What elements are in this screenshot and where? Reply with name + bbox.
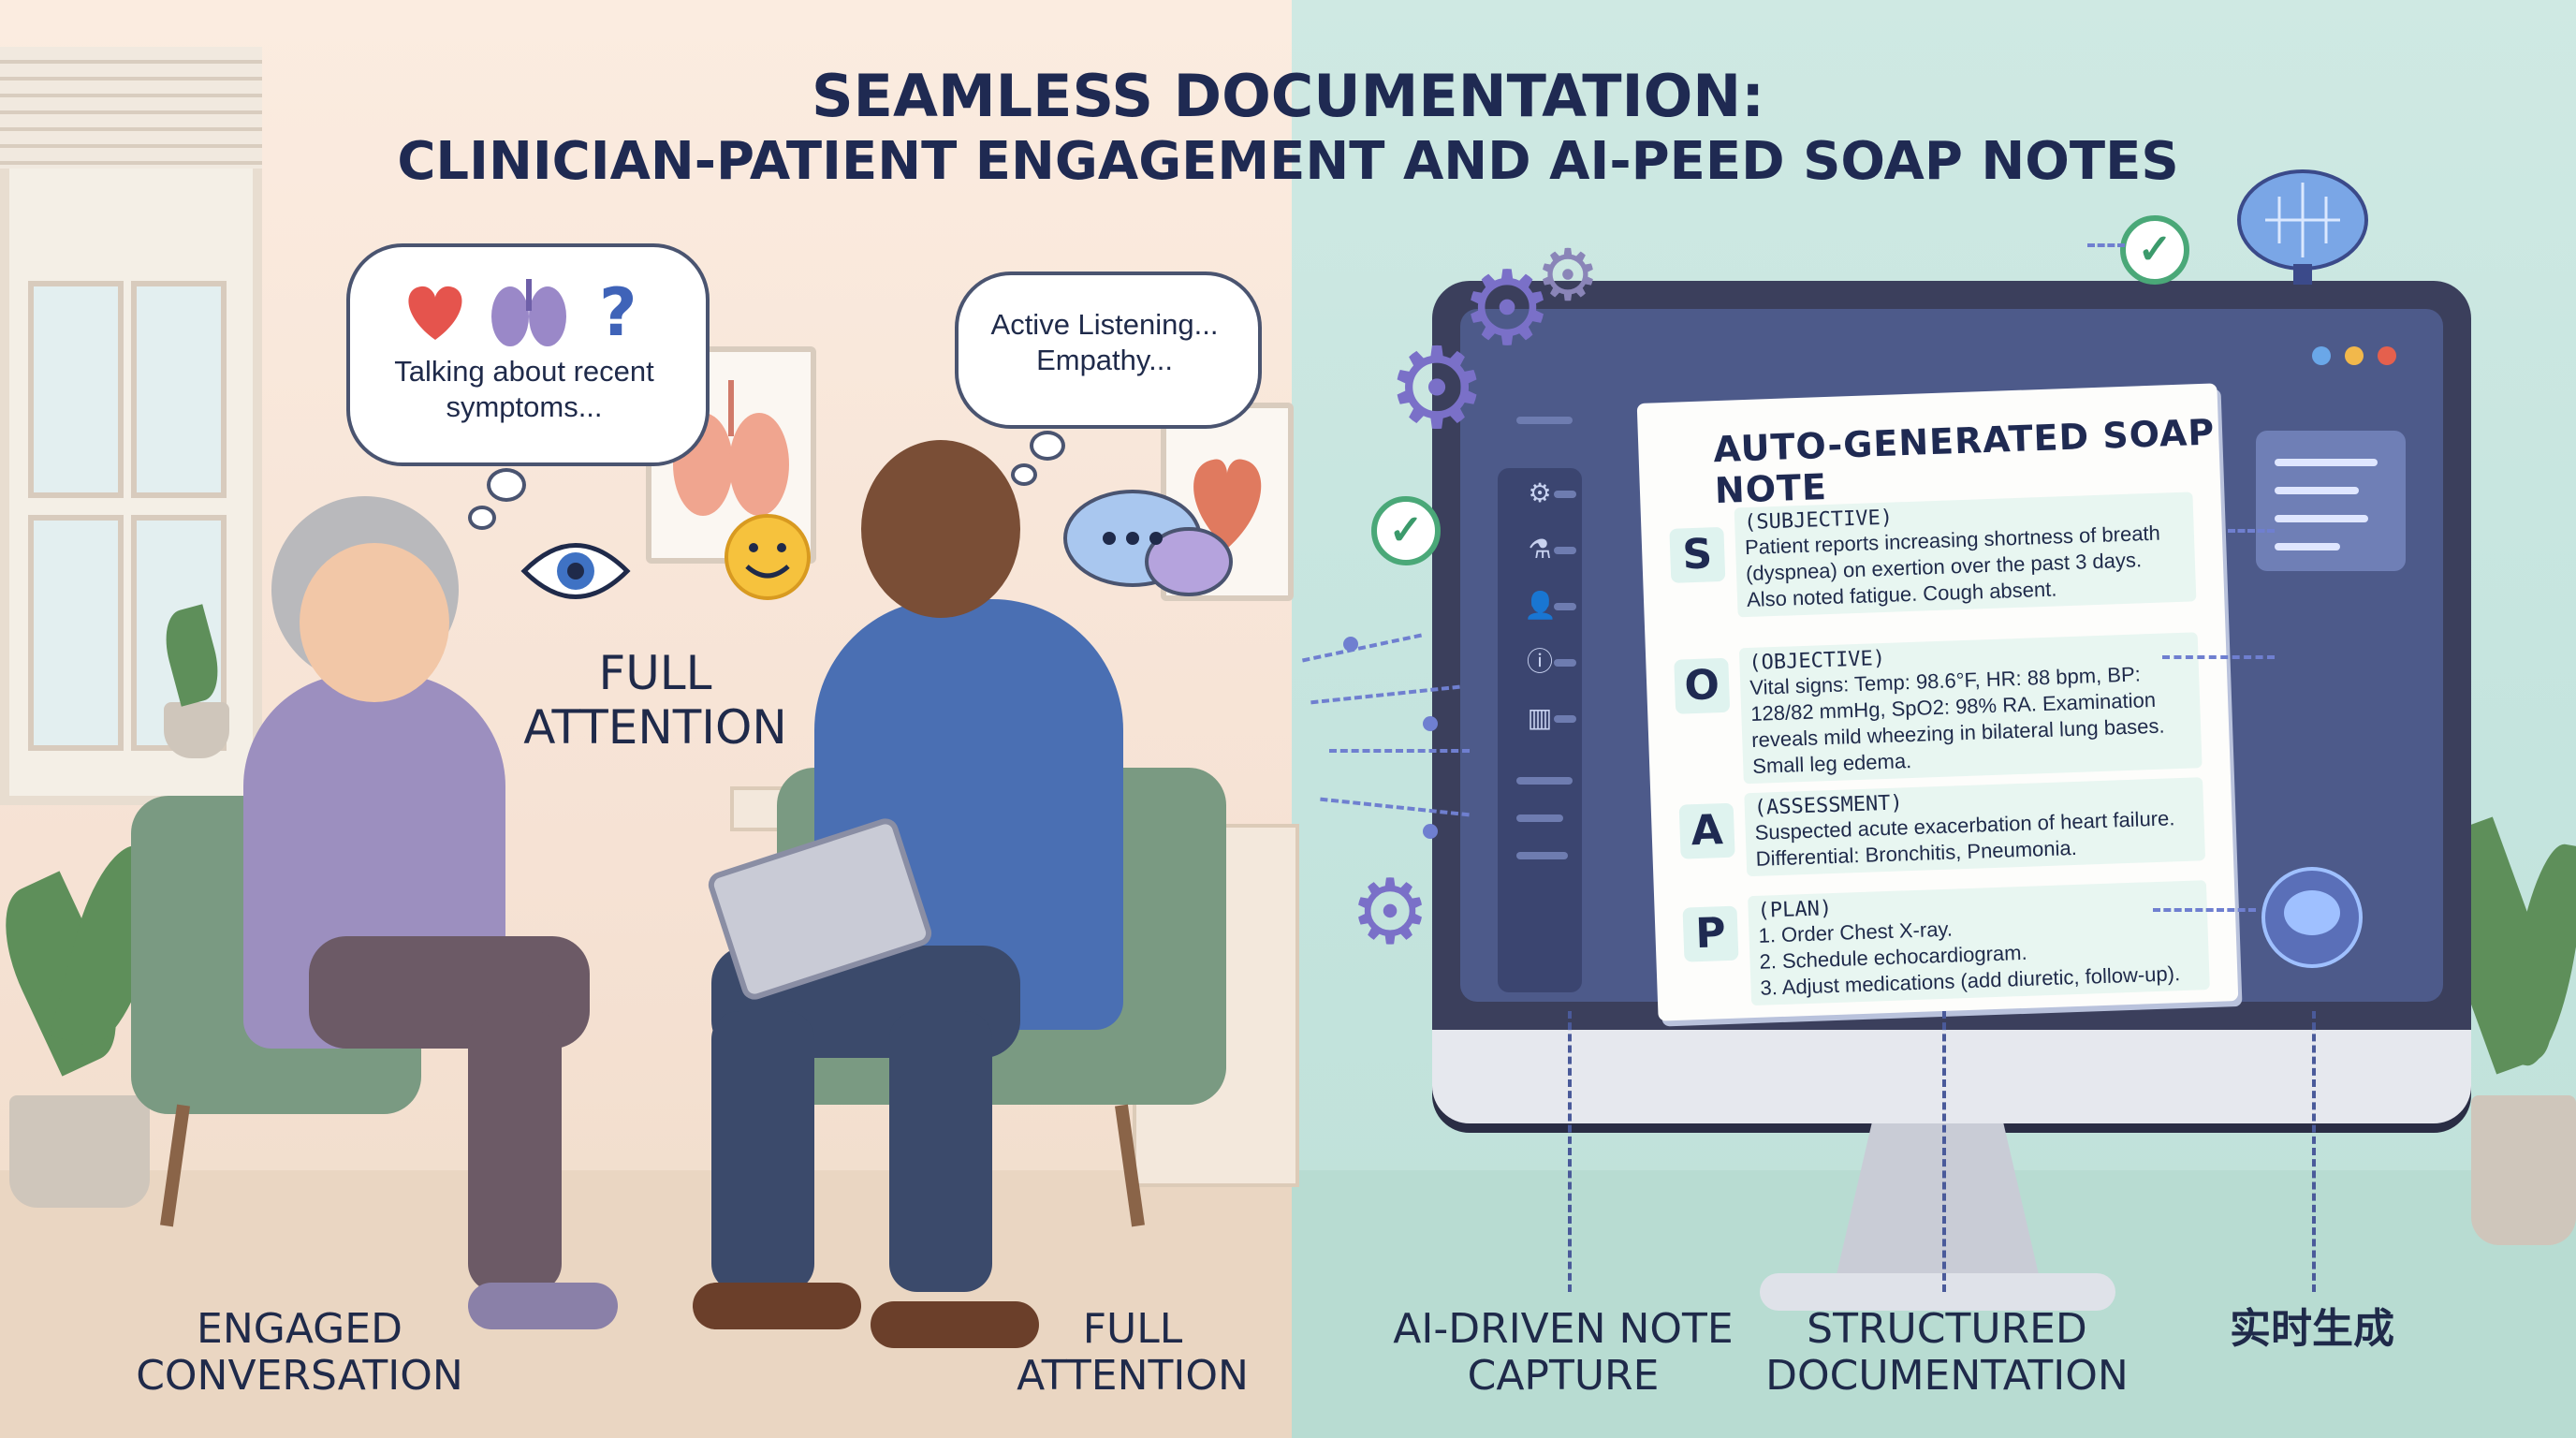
clinic-window xyxy=(0,131,262,805)
sidebar-line xyxy=(1516,814,1563,822)
soap-letter-a: A xyxy=(1678,802,1735,859)
subjective-section[interactable]: (SUBJECTIVE) Patient reports increasing … xyxy=(1734,492,2197,618)
soap-letter-s: S xyxy=(1669,526,1726,583)
caption-realtime-generation: 实时生成 xyxy=(2230,1305,2394,1353)
clinician-shoe xyxy=(693,1283,861,1329)
menu-icon[interactable] xyxy=(1516,417,1573,424)
chart-icon[interactable]: ▥ xyxy=(1527,703,1553,732)
sidebar-line xyxy=(1554,715,1576,723)
soap-letter-p: P xyxy=(1682,905,1739,962)
ai-brain-icon xyxy=(2237,169,2368,285)
data-flow-line xyxy=(1329,749,1470,753)
plan-section[interactable]: (PLAN) 1. Order Chest X-ray. 2. Schedule… xyxy=(1748,880,2210,1006)
patient-leg xyxy=(468,1011,562,1292)
lungs-icon xyxy=(491,279,566,346)
sidebar-line xyxy=(1554,659,1576,667)
data-flow-line xyxy=(2228,529,2275,533)
full-attention-label: FULL ATTENTION xyxy=(523,646,787,755)
monitor-base xyxy=(1760,1273,2115,1311)
small-plant-pot xyxy=(164,702,229,758)
check-icon: ✓ xyxy=(2120,215,2189,285)
heart-icon xyxy=(408,286,462,340)
settings-icon[interactable]: ⚙ xyxy=(1528,478,1552,507)
ai-brain-small-icon xyxy=(2261,867,2363,968)
panel-line xyxy=(2275,515,2368,522)
page-title-line1: SEAMLESS DOCUMENTATION: xyxy=(811,62,1764,130)
sidebar-line xyxy=(1554,603,1576,610)
window-control-icon[interactable] xyxy=(2378,346,2396,365)
window-pane xyxy=(28,515,124,751)
flow-node xyxy=(1343,637,1358,652)
clinician-thought-bubble xyxy=(955,271,1262,429)
patient-shoe xyxy=(468,1283,618,1329)
caption-connector xyxy=(1942,1011,1946,1292)
clinician-face xyxy=(861,440,1020,618)
gear-icon: ⚙ xyxy=(1386,326,1487,451)
check-icon: ✓ xyxy=(1371,496,1441,565)
data-flow-line xyxy=(2153,908,2256,912)
caption-connector xyxy=(2312,1011,2316,1292)
clinician-leg xyxy=(889,1011,992,1292)
thought-dot xyxy=(1011,463,1037,486)
monitor-stand xyxy=(1835,1123,2041,1283)
gear-icon: ⚙ xyxy=(1460,251,1554,366)
caption-connector xyxy=(1568,1011,1572,1292)
info-icon[interactable]: ⓘ xyxy=(1526,647,1553,676)
panel-line xyxy=(2275,543,2340,550)
section-text: Patient reports increasing shortness of … xyxy=(1744,521,2161,612)
thought-dot xyxy=(1030,431,1065,461)
section-text: 1. Order Chest X-ray. 2. Schedule echoca… xyxy=(1758,917,2181,1000)
question-icon: ? xyxy=(599,274,637,351)
panel-line xyxy=(2275,459,2378,466)
smiley-icon xyxy=(724,514,811,600)
soap-note-card[interactable]: AUTO-GENERATED SOAP NOTE S (SUBJECTIVE) … xyxy=(1636,383,2239,1021)
sidebar-line xyxy=(1516,777,1573,785)
chat-bubble-icon xyxy=(1063,490,1233,596)
gear-icon: ⚙ xyxy=(1535,236,1601,315)
lab-flask-icon[interactable]: ⚗ xyxy=(1528,535,1552,564)
patient-face xyxy=(300,543,449,702)
patient-bubble-text: Talking about recent symptoms... xyxy=(394,355,654,423)
plant-pot xyxy=(2471,1095,2576,1245)
clinician-leg xyxy=(711,1011,814,1292)
clinician-shoe xyxy=(871,1301,1039,1348)
summary-panel[interactable] xyxy=(2256,431,2406,571)
caption-engaged-conversation: ENGAGED CONVERSATION xyxy=(136,1305,463,1400)
eye-icon xyxy=(520,543,631,599)
objective-section[interactable]: (OBJECTIVE) Vital signs: Temp: 98.6°F, H… xyxy=(1738,632,2203,785)
flow-node xyxy=(1423,824,1438,839)
page-title-line2: CLINICIAN-PATIENT ENGAGEMENT AND AI-PEED… xyxy=(397,131,2179,192)
thought-dot xyxy=(487,468,526,502)
sidebar-line xyxy=(1516,852,1568,859)
soap-letter-o: O xyxy=(1674,657,1731,714)
app-sidebar: ⚙ ⚗ 👤 ⓘ ▥ xyxy=(1498,468,1582,992)
caption-ai-note-capture: AI-DRIVEN NOTE CAPTURE xyxy=(1393,1305,1734,1400)
section-text: Vital signs: Temp: 98.6°F, HR: 88 bpm, B… xyxy=(1749,662,2165,778)
window-pane xyxy=(28,281,124,498)
bubble-icons: ? xyxy=(408,274,637,351)
data-flow-line xyxy=(2087,243,2125,247)
thought-dot xyxy=(468,506,496,530)
plant-pot xyxy=(9,1095,150,1208)
sidebar-line xyxy=(1554,547,1576,554)
assessment-section[interactable]: (ASSESSMENT) Suspected acute exacerbatio… xyxy=(1744,777,2206,877)
window-control-icon[interactable] xyxy=(2312,346,2331,365)
window-pane xyxy=(131,281,227,498)
clinician-bubble-text: Active Listening... Empathy... xyxy=(990,308,1219,376)
sidebar-line xyxy=(1554,491,1576,498)
panel-line xyxy=(2275,487,2359,494)
gear-icon: ⚙ xyxy=(1349,862,1431,962)
caption-structured-documentation: STRUCTURED DOCUMENTATION xyxy=(1765,1305,2129,1400)
window-blinds xyxy=(0,47,262,169)
monitor-chin xyxy=(1432,1030,2471,1123)
caption-full-attention: FULL ATTENTION xyxy=(1017,1305,1249,1400)
lungs-illustration-icon xyxy=(673,380,789,516)
window-control-icon[interactable] xyxy=(2345,346,2364,365)
clinic-floor xyxy=(0,1170,1292,1438)
heart-illustration-icon xyxy=(1193,459,1262,549)
flow-node xyxy=(1423,716,1438,731)
data-flow-line xyxy=(2162,655,2275,659)
user-icon[interactable]: 👤 xyxy=(1524,591,1557,620)
